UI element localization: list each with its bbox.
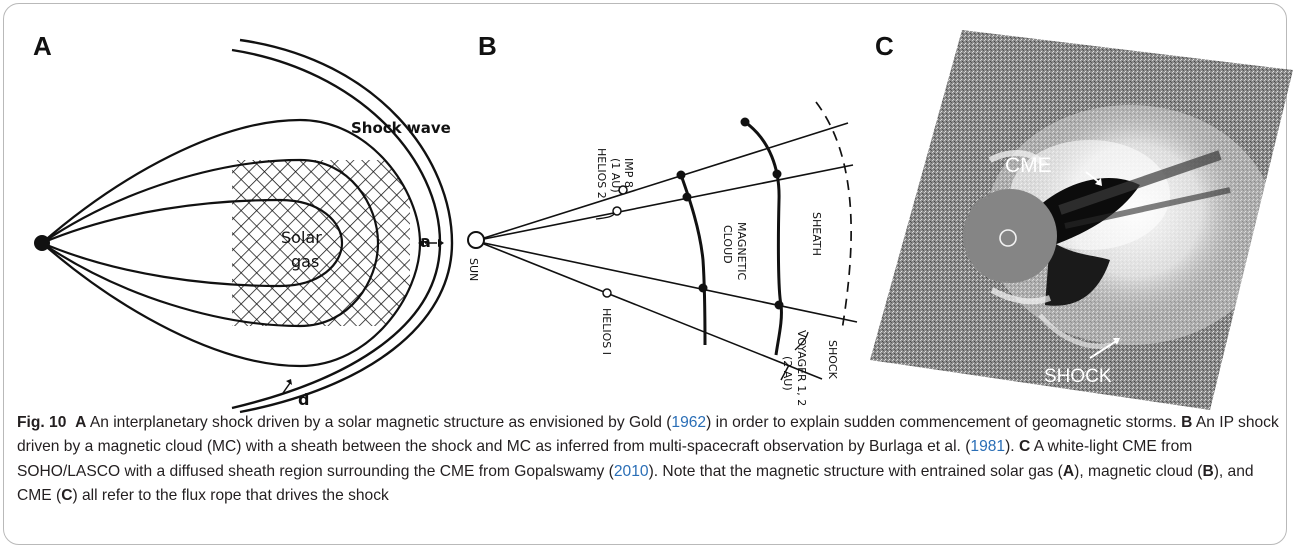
citation-2010[interactable]: 2010 bbox=[613, 462, 649, 480]
panel-label-c: C bbox=[875, 31, 894, 61]
solar-label: Solar bbox=[281, 228, 322, 247]
hatched-region bbox=[232, 160, 410, 326]
caption-text-8: ), and CME ( bbox=[17, 462, 1254, 504]
caption-ref-b: B bbox=[1202, 462, 1214, 480]
sun-label: SUN bbox=[467, 258, 480, 281]
sun-dot bbox=[34, 235, 50, 251]
panel-b-diagram bbox=[467, 101, 858, 381]
panel-label-a: A bbox=[33, 31, 52, 61]
panel-label-b: B bbox=[478, 31, 497, 61]
shock-label-b: SHOCK bbox=[826, 340, 839, 380]
caption-text-4: ). bbox=[1005, 438, 1019, 456]
citation-1962[interactable]: 1962 bbox=[671, 414, 707, 431]
helios1-label: HELIOS I bbox=[600, 308, 613, 355]
shock-wave-label: Shock wave bbox=[351, 119, 451, 137]
lasco-image bbox=[870, 30, 1293, 410]
caption-text-6: ). Note that the magnetic structure with… bbox=[648, 462, 1063, 480]
sheath-label: SHEATH bbox=[810, 212, 823, 256]
citation-1981[interactable]: 1981 bbox=[970, 438, 1006, 456]
helios2-label: HELIOS 2 bbox=[595, 148, 608, 199]
caption-text-1: An interplanetary shock driven by a sola… bbox=[86, 414, 672, 431]
caption-text-3: An IP shock driven by a magnetic cloud (… bbox=[17, 414, 1279, 456]
caption-ref-a: A bbox=[1062, 462, 1075, 480]
caption-text-2: ) in order to explain sudden commencemen… bbox=[706, 414, 1182, 431]
caption-text-5: A white-light CME from SOHO/LASCO with a… bbox=[17, 438, 1193, 480]
voyager-au-label: (2 AU) bbox=[781, 356, 794, 391]
magnetic-label: MAGNETIC bbox=[735, 222, 748, 280]
inner-field-loop bbox=[39, 198, 344, 288]
caption-panel-a: A bbox=[75, 414, 87, 431]
shock-front-outer bbox=[239, 38, 454, 414]
shock-label-c: SHOCK bbox=[1044, 366, 1112, 387]
gas-label: gas bbox=[291, 252, 319, 271]
imp8-au-label: (1 AU) bbox=[609, 158, 622, 193]
caption-panel-c: C bbox=[1018, 438, 1031, 456]
d-label: d bbox=[298, 390, 309, 409]
figure-caption: Fig. 10 A An interplanetary shock driven… bbox=[17, 411, 1279, 508]
cme-label: CME bbox=[1005, 154, 1052, 177]
caption-text-9: ) all refer to the flux rope that drives… bbox=[72, 486, 389, 504]
caption-text-7: ), magnetic cloud ( bbox=[1074, 462, 1203, 480]
voyager-label: VOYAGER 1, 2 bbox=[795, 330, 808, 406]
panel-a-diagram: Shock wave Solar gas a d SUN IMP 8 (1 AU… bbox=[34, 30, 1293, 414]
middle-field-loop bbox=[40, 158, 380, 328]
figure-number: Fig. 10 bbox=[17, 414, 67, 431]
a-label: a bbox=[420, 232, 431, 251]
cloud-label: CLOUD bbox=[721, 225, 734, 264]
imp8-label: IMP 8 bbox=[622, 158, 635, 188]
caption-panel-b: B bbox=[1181, 414, 1193, 431]
caption-ref-c: C bbox=[61, 486, 73, 504]
